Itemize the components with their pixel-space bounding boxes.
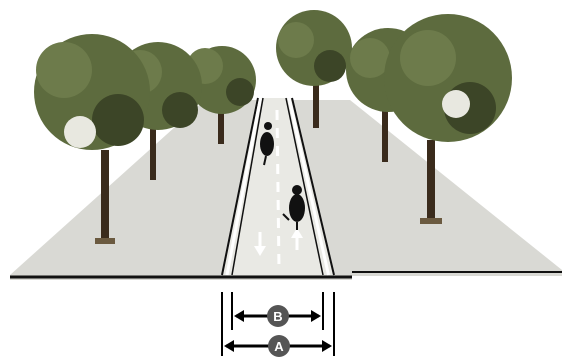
- dimension-b: B: [234, 305, 321, 327]
- dimension-a-label: A: [274, 339, 284, 354]
- dimension-b-label: B: [273, 309, 282, 324]
- dimension-a: A: [224, 335, 332, 357]
